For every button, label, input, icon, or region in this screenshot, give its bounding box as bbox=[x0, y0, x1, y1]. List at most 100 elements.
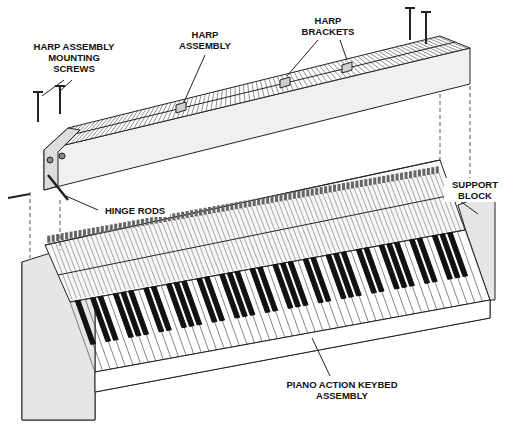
hammer-head bbox=[177, 213, 180, 220]
hammer-shank bbox=[95, 234, 117, 292]
hammer-shank bbox=[77, 237, 99, 295]
hammer-head bbox=[141, 219, 144, 226]
hammer-head bbox=[128, 221, 131, 228]
hammer-shank bbox=[287, 199, 309, 257]
hammer-shank bbox=[376, 184, 398, 242]
hammer-shank bbox=[305, 196, 327, 254]
hammer-head bbox=[110, 224, 113, 231]
action-rail bbox=[58, 195, 452, 275]
hammer-shank bbox=[113, 230, 135, 288]
hammer-head bbox=[74, 231, 77, 238]
hammer-shank bbox=[332, 191, 354, 249]
part-label: HARP ASSEMBLY bbox=[172, 28, 238, 52]
black-key bbox=[394, 242, 414, 286]
hammer-head bbox=[119, 223, 122, 230]
hammer-shank bbox=[140, 226, 162, 284]
hammer-head bbox=[150, 217, 153, 224]
hammer-shank bbox=[256, 205, 278, 263]
hammer-shank bbox=[309, 195, 331, 253]
hammer-head bbox=[342, 183, 345, 190]
hammer-shank bbox=[341, 190, 363, 248]
hammer-shank bbox=[412, 177, 434, 235]
hammer-head bbox=[378, 177, 381, 184]
hammer-shank bbox=[416, 176, 438, 234]
hammer-shank bbox=[166, 221, 188, 279]
hammer-shank bbox=[367, 185, 389, 243]
hammer-head bbox=[65, 232, 68, 239]
harp-bracket bbox=[176, 102, 186, 113]
hammer-shank bbox=[215, 212, 237, 270]
hammer-head bbox=[226, 204, 229, 211]
part-label: HARP BRACKETS bbox=[296, 14, 360, 38]
hammer-shank bbox=[372, 184, 394, 242]
hammer-shank bbox=[358, 187, 380, 245]
hammer-head bbox=[92, 228, 95, 235]
hammer-shank bbox=[207, 214, 229, 272]
hammer-shank bbox=[126, 228, 148, 286]
hammer-shank bbox=[59, 240, 81, 298]
hammer-shank bbox=[64, 239, 86, 297]
hammer-head bbox=[208, 207, 211, 214]
hammer-head bbox=[409, 171, 412, 178]
hammer-head bbox=[302, 190, 305, 197]
hammer-head bbox=[422, 169, 425, 176]
hammer-head bbox=[293, 192, 296, 199]
hammer-head bbox=[346, 182, 349, 189]
hammer-head bbox=[364, 179, 367, 186]
black-key bbox=[341, 252, 361, 296]
harp-bracket bbox=[280, 77, 290, 88]
hammer-shank bbox=[381, 183, 403, 241]
hammer-head bbox=[212, 206, 215, 213]
hammer-shank bbox=[68, 238, 90, 296]
hammer-shank bbox=[385, 182, 407, 240]
hammer-head bbox=[311, 189, 314, 196]
black-key bbox=[311, 257, 331, 301]
black-key bbox=[151, 286, 171, 330]
hammer-head bbox=[324, 186, 327, 193]
hammer-shank bbox=[189, 217, 211, 275]
hammer-shank bbox=[108, 231, 130, 289]
hammer-head bbox=[221, 205, 224, 212]
hammer-shank bbox=[242, 207, 264, 265]
hammer-shank bbox=[282, 200, 304, 258]
hammer-shank bbox=[408, 178, 430, 236]
hammer-shank bbox=[394, 180, 416, 238]
hammer-head bbox=[217, 205, 220, 212]
hammer-shank bbox=[265, 203, 287, 261]
hammer-shank bbox=[278, 201, 300, 259]
part-label: HARP ASSEMBLY MOUNTING SCREWS bbox=[28, 40, 120, 75]
hammer-head bbox=[56, 234, 59, 241]
hammer-head bbox=[257, 198, 260, 205]
hammer-shank bbox=[269, 203, 291, 261]
hammer-head bbox=[413, 170, 416, 177]
hammer-head bbox=[315, 188, 318, 195]
harp-end-block bbox=[44, 128, 80, 190]
hinge-pin bbox=[47, 157, 53, 163]
hammer-shank bbox=[300, 197, 322, 255]
hammer-head bbox=[70, 232, 73, 239]
hammer-shank bbox=[314, 195, 336, 253]
hammer-shank bbox=[184, 218, 206, 276]
hammer-shank bbox=[403, 179, 425, 237]
hammer-head bbox=[96, 227, 99, 234]
hammer-shank bbox=[162, 222, 184, 280]
harp-bracket bbox=[342, 62, 352, 73]
hammer-head bbox=[338, 184, 341, 191]
hammer-shank bbox=[291, 199, 313, 257]
hammer-head bbox=[199, 209, 202, 216]
part-label: PIANO ACTION KEYBED ASSEMBLY bbox=[284, 378, 400, 402]
hammer-head bbox=[114, 224, 117, 231]
hammer-shank bbox=[323, 193, 345, 251]
black-key bbox=[258, 267, 278, 311]
hammer-head bbox=[101, 226, 104, 233]
hammer-shank bbox=[247, 207, 269, 265]
hammer-head bbox=[87, 228, 90, 235]
hammer-head bbox=[137, 220, 140, 227]
hammer-head bbox=[186, 211, 189, 218]
hammer-head bbox=[418, 170, 421, 177]
hammer-shank bbox=[327, 192, 349, 250]
hammer-head bbox=[284, 193, 287, 200]
hammer-shank bbox=[73, 238, 95, 296]
hammer-shank bbox=[117, 230, 139, 288]
black-key bbox=[364, 248, 384, 292]
